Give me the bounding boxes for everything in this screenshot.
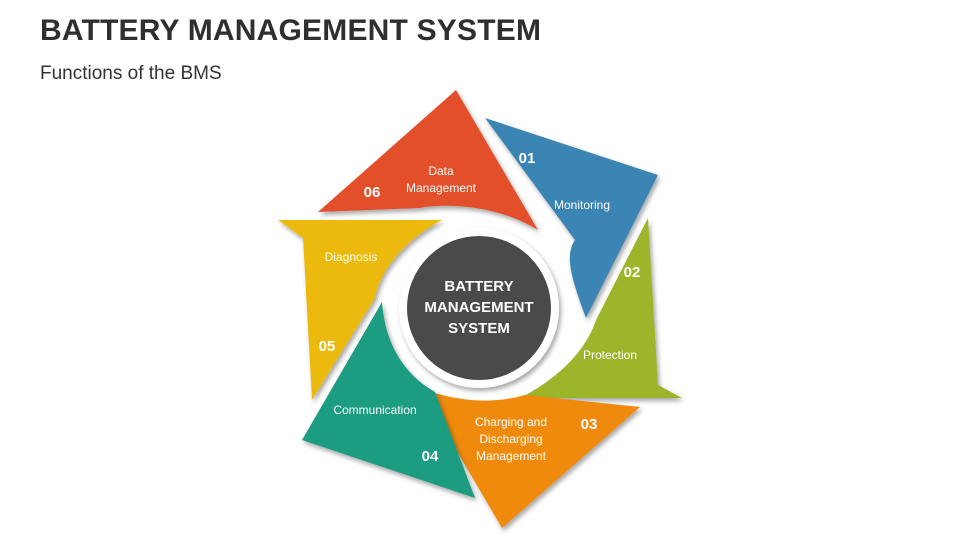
segment-02-shape	[520, 218, 682, 398]
segment-03-charging-discharging: 03 Charging and Discharging Management	[420, 388, 640, 528]
segment-02-protection: 02 Protection	[520, 218, 682, 398]
segment-03-label-line-1: Charging and	[475, 415, 547, 429]
segment-06-label-line-1: Data	[428, 164, 454, 178]
segment-06-label-line-2: Management	[406, 181, 477, 195]
center-label-line-2: MANAGEMENT	[424, 299, 533, 316]
page-subtitle: Functions of the BMS	[40, 63, 222, 84]
segment-05-shape	[278, 220, 442, 400]
segment-03-shape	[420, 388, 640, 528]
segment-01-label: Monitoring	[554, 198, 610, 212]
segment-06-shape	[318, 90, 538, 230]
center-label-line-3: SYSTEM	[448, 320, 510, 337]
page-title: BATTERY MANAGEMENT SYSTEM	[40, 14, 542, 47]
segment-02-number: 02	[624, 264, 641, 281]
segment-04-number: 04	[422, 448, 439, 465]
segment-06-data-management: 06 Data Management	[318, 90, 538, 230]
segment-05-diagnosis: 05 Diagnosis	[278, 220, 442, 400]
segment-01-number: 01	[519, 150, 536, 167]
segment-03-number: 03	[581, 416, 598, 433]
center-label-line-1: BATTERY	[444, 278, 513, 295]
segment-04-shape	[302, 302, 475, 498]
segment-06-number: 06	[364, 184, 381, 201]
segment-04-label: Communication	[333, 403, 416, 417]
segment-04-communication: 04 Communication	[302, 302, 475, 498]
center-hub-core	[405, 234, 553, 382]
segment-05-label: Diagnosis	[325, 250, 378, 264]
segment-02-label: Protection	[583, 348, 637, 362]
center-hub: BATTERY MANAGEMENT SYSTEM	[399, 228, 559, 388]
segment-03-label-line-3: Management	[476, 449, 547, 463]
segment-03-label-line-2: Discharging	[479, 432, 542, 446]
segment-01-shape	[485, 118, 658, 318]
segment-01-monitoring: 01 Monitoring	[485, 118, 658, 318]
segment-05-number: 05	[319, 338, 336, 355]
